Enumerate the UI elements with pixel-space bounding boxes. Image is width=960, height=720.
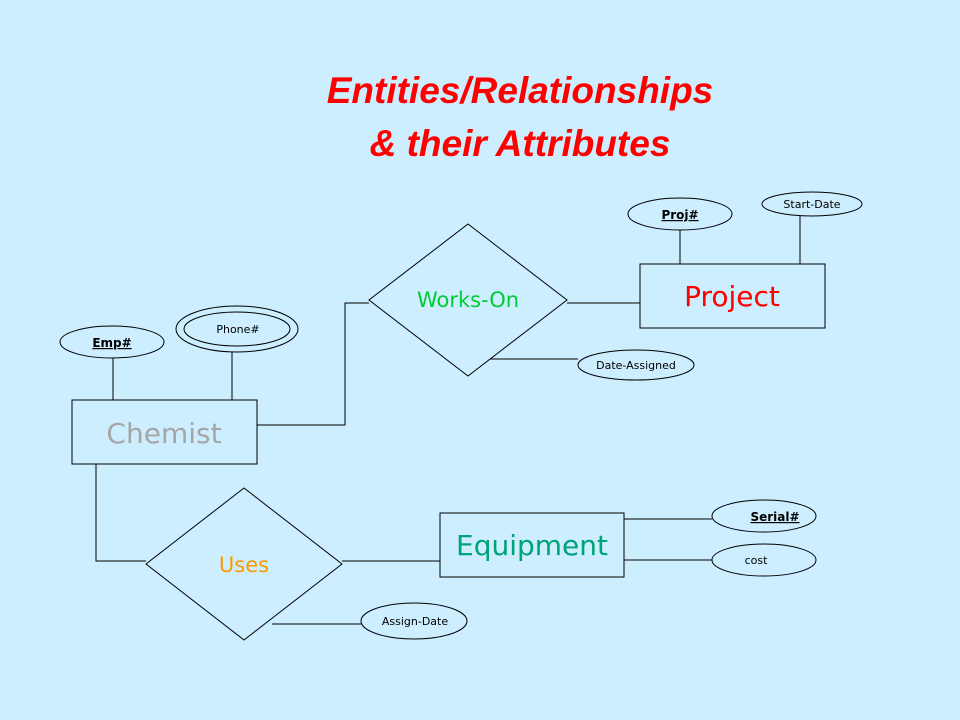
chemist-works-on-connector: [257, 302, 369, 426]
emp-no-ellipse: [59, 325, 165, 359]
entity-equipment[interactable]: Equipment: [439, 512, 625, 578]
equipment-box: [439, 512, 625, 578]
date-assigned-label: Date-Assigned: [596, 359, 676, 372]
serial-no-label: Serial#: [750, 510, 799, 524]
assign-date-label: Assign-Date: [382, 615, 448, 628]
attribute-emp-no[interactable]: Emp#: [59, 325, 165, 359]
relationship-works-on[interactable]: Works-On: [368, 223, 568, 377]
works-on-label: Works-On: [417, 288, 519, 312]
entity-project[interactable]: Project: [639, 263, 826, 329]
phone-no-label: Phone#: [216, 323, 259, 336]
attribute-start-date[interactable]: Start-Date: [761, 191, 863, 217]
chemist-uses-connector: [95, 464, 146, 562]
cost-ellipse: [711, 543, 817, 577]
attribute-date-assigned[interactable]: Date-Assigned: [577, 349, 695, 381]
attribute-assign-date[interactable]: Assign-Date: [360, 602, 468, 640]
uses-diamond: [145, 487, 343, 641]
cost-label: cost: [745, 554, 769, 567]
attribute-cost[interactable]: cost: [711, 543, 817, 577]
proj-no-label: Proj#: [661, 208, 698, 222]
project-label: Project: [684, 280, 780, 313]
start-date-label: Start-Date: [783, 198, 840, 211]
works-on-diamond: [368, 223, 568, 377]
date-assigned-ellipse: [577, 349, 695, 381]
chemist-box: [71, 399, 258, 465]
serial-no-ellipse: [711, 499, 817, 533]
title-line-1: Entities/Relationships: [326, 70, 714, 111]
attribute-phone-no[interactable]: Phone#: [175, 305, 299, 353]
project-box: [639, 263, 826, 329]
connectors: [95, 213, 801, 625]
title-line-2: & their Attributes: [369, 123, 671, 164]
equipment-label: Equipment: [456, 529, 608, 562]
uses-label: Uses: [219, 553, 269, 577]
proj-no-ellipse: [627, 197, 733, 231]
entity-chemist[interactable]: Chemist: [71, 399, 258, 465]
attribute-serial-no[interactable]: Serial#: [711, 499, 817, 533]
start-date-ellipse: [761, 191, 863, 217]
chemist-label: Chemist: [106, 417, 221, 450]
attribute-proj-no[interactable]: Proj#: [627, 197, 733, 231]
assign-date-ellipse: [360, 602, 468, 640]
phone-no-inner-ellipse: [183, 311, 291, 347]
relationship-uses[interactable]: Uses: [145, 487, 343, 641]
emp-no-label: Emp#: [92, 336, 131, 350]
